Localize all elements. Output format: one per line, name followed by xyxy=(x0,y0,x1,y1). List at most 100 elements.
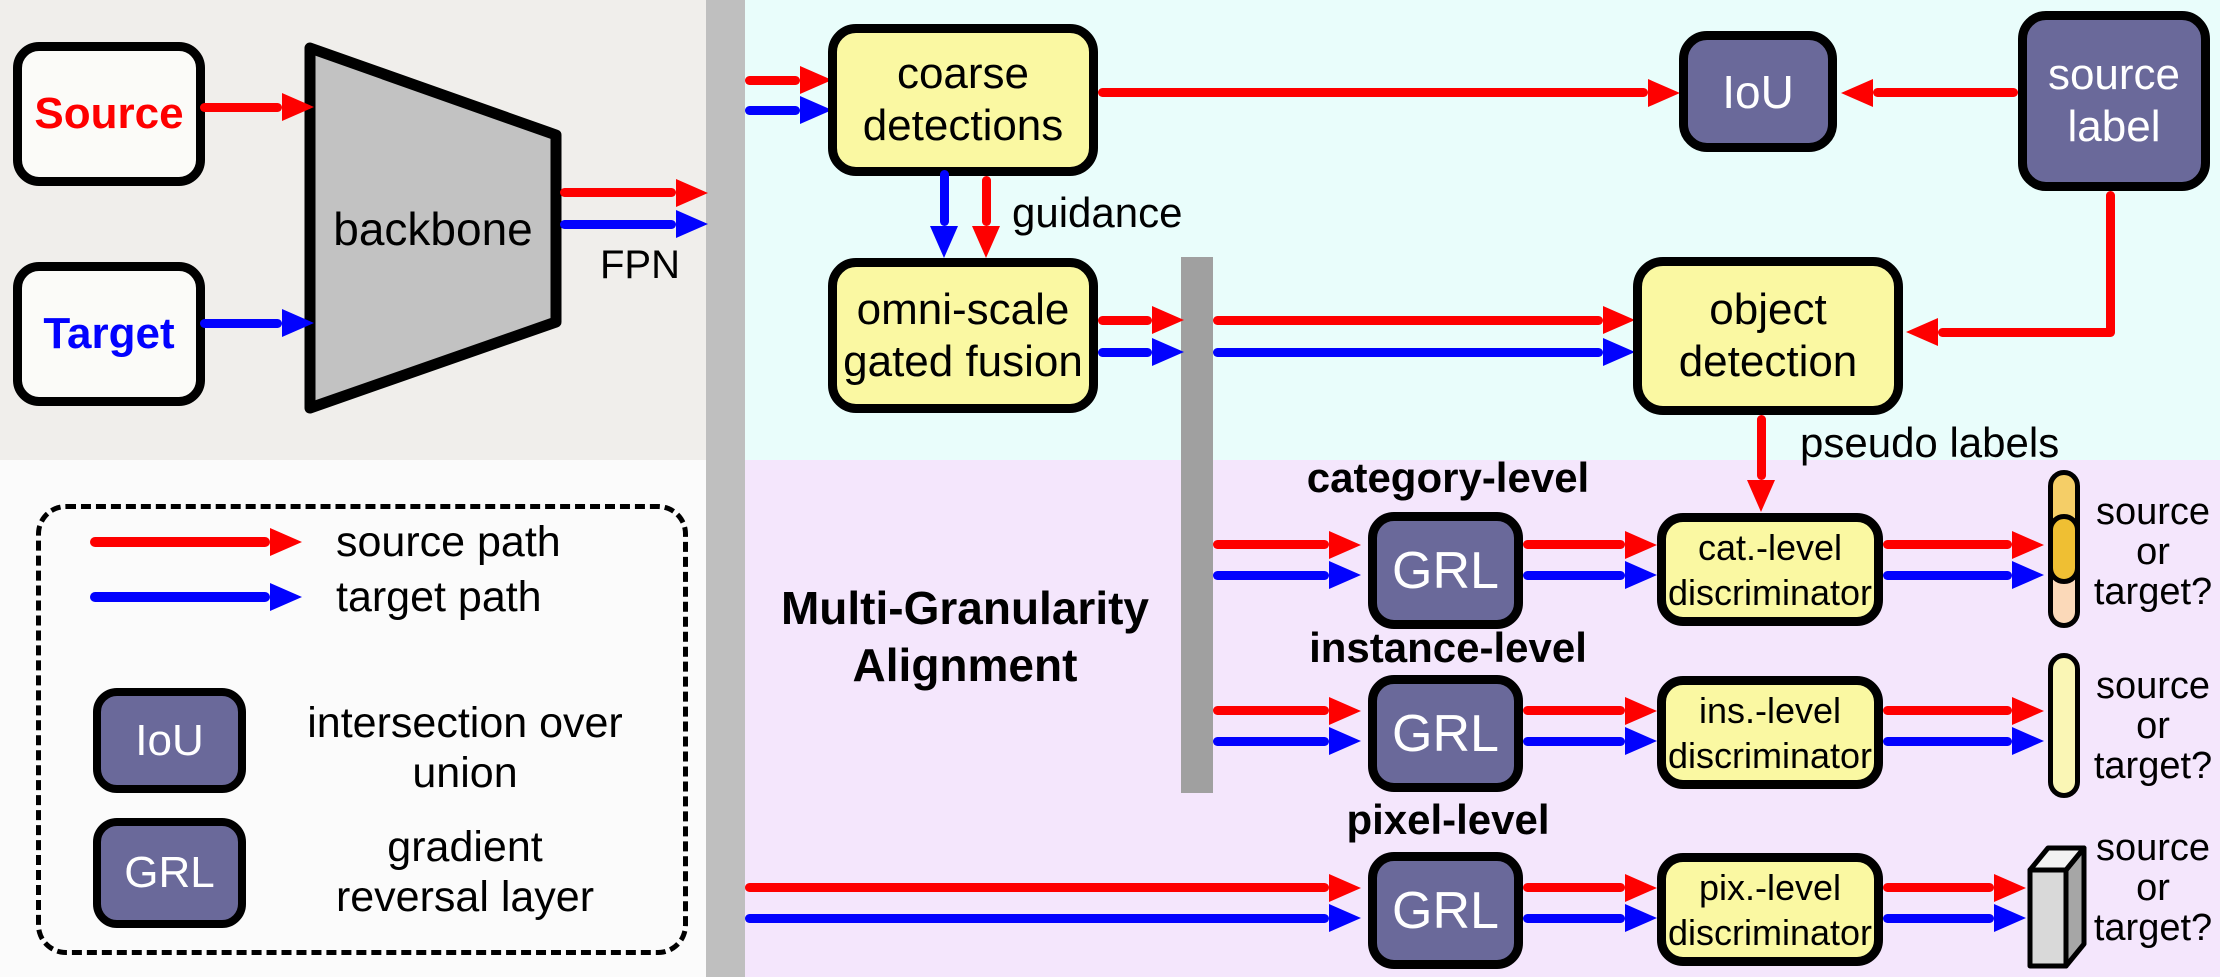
legend-iou-box: IoU xyxy=(93,688,246,793)
coarse-detections-line2: detections xyxy=(862,101,1064,150)
feature-bar-middle xyxy=(1181,257,1213,793)
source-box-label: Source xyxy=(34,89,184,138)
pseudo-labels-wrap: pseudo labels xyxy=(1800,419,2059,466)
legend-grl-desc: gradient reversal layer xyxy=(280,822,650,922)
feature-bar-left xyxy=(706,0,745,977)
legend-source-arrowhead xyxy=(270,528,302,556)
pix-disc-out-target-arrow xyxy=(1883,914,1994,923)
ins-level-discriminator-box: ins.-level discriminator xyxy=(1657,676,1883,789)
cat-result-line3: target? xyxy=(2093,571,2213,613)
cat-disc-out-target-arrow xyxy=(1883,571,2012,580)
target-to-backbone-arrow xyxy=(200,319,282,328)
coarse-to-iou-arrowhead xyxy=(1648,79,1680,107)
omni-scale-gated-fusion-box: omni-scale gated fusion xyxy=(828,258,1098,413)
ins-result-text: source or target? xyxy=(2083,666,2220,786)
legend-target-path-label: target path xyxy=(336,572,542,621)
ins-disc-out-source-arrowhead xyxy=(2012,697,2044,725)
coarse-detections-line1: coarse xyxy=(896,49,1030,98)
cat-disc-line2: discriminator xyxy=(1667,571,1873,613)
pseudo-labels-arrowhead xyxy=(1747,480,1775,512)
pix-result-text: source or target? xyxy=(2083,828,2220,948)
source-to-backbone-arrowhead xyxy=(282,93,314,121)
category-pill-front xyxy=(2048,514,2080,584)
pix-grl-to-disc-target-arrow xyxy=(1523,914,1625,923)
grl-instance-label: GRL xyxy=(1392,704,1499,763)
legend-source-arrow xyxy=(90,537,270,547)
backbone-out-target-arrowhead xyxy=(676,210,708,238)
alignment-title: Multi-Granularity Alignment xyxy=(740,580,1190,694)
ins-result-line3: target? xyxy=(2093,745,2213,787)
pseudo-labels-line xyxy=(1757,415,1766,480)
ins-in-source-arrow xyxy=(1213,706,1329,715)
legend-grl-desc-line2: reversal layer xyxy=(335,873,595,921)
sourcelabel-down-line xyxy=(2106,191,2115,336)
grl-category-box: GRL xyxy=(1368,512,1523,629)
object-detection-line2: detection xyxy=(1678,337,1858,386)
object-detection-line1: object xyxy=(1709,285,1827,334)
pix-in-source-arrow xyxy=(745,883,1329,892)
bar-to-coarse-target-arrow xyxy=(745,106,800,115)
legend-grl-box: GRL xyxy=(93,818,246,928)
cat-disc-out-source-arrowhead xyxy=(2012,531,2044,559)
pixel-level-label: pixel-level xyxy=(1346,796,1550,843)
omni-to-bar-source-arrow xyxy=(1098,316,1152,325)
bar-to-object-source-arrowhead xyxy=(1603,306,1635,334)
sourcelabel-to-object-arrow xyxy=(1938,328,2115,337)
source-label-box: source label xyxy=(2018,11,2210,191)
guidance-target-arrowhead xyxy=(930,226,958,258)
backbone-label: backbone xyxy=(333,203,533,255)
ins-disc-out-target-arrowhead xyxy=(2012,727,2044,755)
legend-target-arrow xyxy=(90,592,270,602)
cat-grl-to-disc-target-arrow xyxy=(1523,571,1625,580)
pix-in-target-arrow xyxy=(745,914,1329,923)
pix-in-target-arrowhead xyxy=(1329,904,1361,932)
pix-disc-line1: pix.-level xyxy=(1698,866,1842,908)
backbone-out-source-arrow xyxy=(560,188,676,197)
coarse-detections-box: coarse detections xyxy=(828,24,1098,176)
cat-disc-out-source-arrow xyxy=(1883,540,2012,549)
pixel-level-label-wrap: pixel-level xyxy=(1288,796,1608,843)
fpn-label-wrap: FPN xyxy=(570,243,710,287)
pix-grl-to-disc-source-arrow xyxy=(1523,883,1625,892)
iou-box: IoU xyxy=(1679,31,1837,152)
sourcelabel-to-iou-arrow xyxy=(1873,88,2018,97)
legend-box xyxy=(36,504,688,955)
legend-grl-label: GRL xyxy=(124,848,215,897)
legend-grl-desc-line1: gradient xyxy=(387,823,543,871)
guidance-label-wrap: guidance xyxy=(1012,189,1182,236)
ins-result-line1: source xyxy=(2095,665,2211,707)
legend-target-arrowhead xyxy=(270,583,302,611)
target-box: Target xyxy=(13,262,205,406)
grl-instance-box: GRL xyxy=(1368,675,1523,792)
backbone-out-target-arrow xyxy=(560,220,676,229)
cat-in-source-arrowhead xyxy=(1329,531,1361,559)
bar-to-object-target-arrow xyxy=(1213,348,1603,357)
ins-disc-out-source-arrow xyxy=(1883,706,2012,715)
grl-pixel-box: GRL xyxy=(1368,852,1523,969)
backbone-shape xyxy=(304,42,562,414)
ins-grl-to-disc-source-arrowhead xyxy=(1625,697,1657,725)
omni-to-bar-source-arrowhead xyxy=(1152,306,1184,334)
iou-box-label: IoU xyxy=(1722,65,1794,118)
pix-disc-out-source-arrowhead xyxy=(1994,874,2026,902)
fpn-label: FPN xyxy=(600,242,680,287)
pix-result-line3: target? xyxy=(2093,907,2213,949)
object-detection-box: object detection xyxy=(1633,257,1903,415)
ins-grl-to-disc-target-arrow xyxy=(1523,737,1625,746)
alignment-title-line2: Alignment xyxy=(852,639,1078,691)
grl-pixel-label: GRL xyxy=(1392,881,1499,940)
omni-scale-line2: gated fusion xyxy=(843,336,1083,386)
guidance-source-arrowhead xyxy=(972,226,1000,258)
pix-in-source-arrowhead xyxy=(1329,874,1361,902)
instance-level-label: instance-level xyxy=(1309,624,1587,671)
legend-iou-label: IoU xyxy=(135,715,204,765)
cat-disc-line1: cat.-level xyxy=(1697,526,1843,568)
target-to-backbone-arrowhead xyxy=(282,309,314,337)
omni-scale-line1: omni-scale xyxy=(856,284,1070,334)
cat-result-line2: or xyxy=(2136,531,2170,573)
cat-grl-to-disc-target-arrowhead xyxy=(1625,561,1657,589)
omni-to-bar-target-arrowhead xyxy=(1152,338,1184,366)
legend-source-path-label: source path xyxy=(336,517,561,566)
category-level-label: category-level xyxy=(1306,454,1590,501)
cat-in-target-arrowhead xyxy=(1329,561,1361,589)
